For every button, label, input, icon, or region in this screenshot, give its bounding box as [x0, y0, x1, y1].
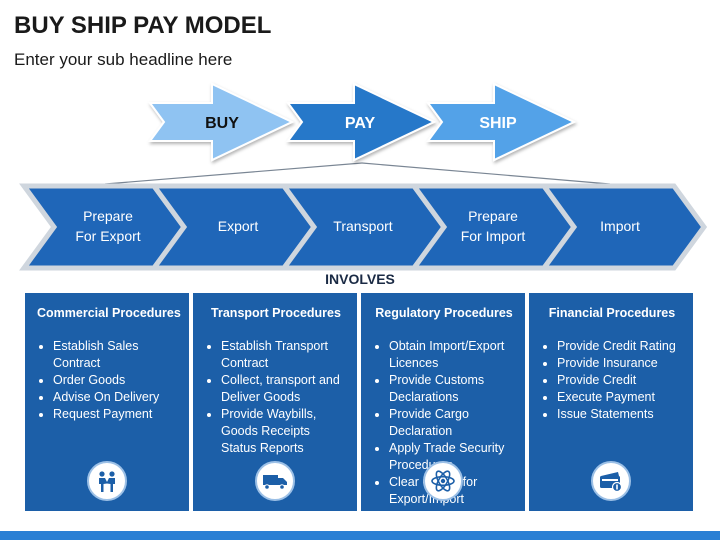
involves-label: INVOLVES — [325, 271, 395, 287]
top-arrow-buy-label: BUY — [205, 115, 239, 132]
card-title: Commercial Procedures — [37, 306, 181, 320]
list-item: Establish Transport Contract — [221, 338, 347, 372]
list-item: Execute Payment — [557, 389, 683, 406]
top-arrow-ship: SHIP — [426, 82, 577, 162]
list-item: Advise On Delivery — [53, 389, 179, 406]
list-item: Establish Sales Contract — [53, 338, 179, 372]
handshake-icon — [87, 461, 127, 501]
list-item: Provide Cargo Declaration — [389, 406, 515, 440]
top-arrow-pay: PAY — [286, 82, 437, 162]
chevron-step-3-label: Transport — [333, 218, 393, 234]
list-item: Provide Credit — [557, 372, 683, 389]
payment-card-icon — [591, 461, 631, 501]
card-title: Transport Procedures — [211, 306, 341, 320]
card-transport-procedures: Transport Procedures Establish Transport… — [193, 293, 357, 511]
card-commercial-procedures: Commercial Procedures Establish Sales Co… — [25, 293, 189, 511]
chevron-step-4-line1: Prepare — [468, 208, 518, 224]
chevron-step-1-line1: Prepare — [83, 208, 133, 224]
card-list: Establish Transport Contract Collect, tr… — [205, 338, 347, 457]
page-subtitle: Enter your sub headline here — [14, 50, 233, 69]
list-item: Obtain Import/Export Licences — [389, 338, 515, 372]
card-title: Financial Procedures — [548, 306, 676, 320]
list-item: Issue Statements — [557, 406, 683, 423]
chevron-step-4-line2: For Import — [461, 228, 526, 244]
card-list: Establish Sales Contract Order Goods Adv… — [37, 338, 179, 423]
chevron-step-5-label: Import — [600, 218, 640, 234]
chevron-step-2-label: Export — [218, 218, 259, 234]
page-title: BUY SHIP PAY MODEL — [14, 12, 272, 39]
bottom-accent-bar — [0, 531, 720, 540]
card-list: Provide Credit Rating Provide Insurance … — [541, 338, 683, 423]
card-list: Obtain Import/Export Licences Provide Cu… — [373, 338, 515, 508]
process-diagram: BUY PAY SHIP Prepare For Export Export T… — [19, 82, 708, 271]
connector-lines — [104, 162, 611, 185]
list-item: Provide Insurance — [557, 355, 683, 372]
list-item: Provide Credit Rating — [557, 338, 683, 355]
card-title: Regulatory Procedures — [375, 306, 513, 320]
card-financial-procedures: Financial Procedures Provide Credit Rati… — [529, 293, 693, 511]
list-item: Request Payment — [53, 406, 179, 423]
top-arrow-pay-label: PAY — [345, 115, 376, 132]
list-item: Provide Customs Declarations — [389, 372, 515, 406]
top-arrow-ship-label: SHIP — [479, 115, 517, 132]
list-item: Collect, transport and Deliver Goods — [221, 372, 347, 406]
list-item: Order Goods — [53, 372, 179, 389]
top-arrow-buy: BUY — [148, 82, 295, 162]
atom-icon — [423, 461, 463, 501]
card-regulatory-procedures: Regulatory Procedures Obtain Import/Expo… — [361, 293, 525, 511]
chevron-step-1-line2: For Export — [75, 228, 140, 244]
truck-icon — [255, 461, 295, 501]
chevron-step-5: Import — [539, 183, 708, 271]
list-item: Provide Waybills, Goods Receipts Status … — [221, 406, 347, 457]
